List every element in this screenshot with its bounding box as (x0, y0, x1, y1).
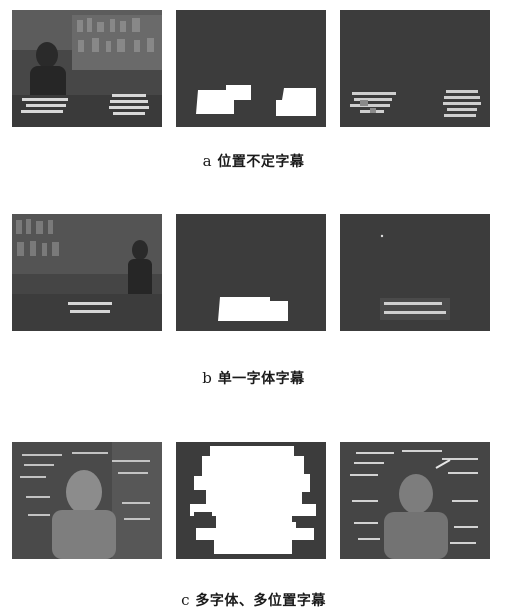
extracted-text-image (340, 10, 490, 127)
original-frame-b (12, 214, 162, 331)
caption-title: 位置不定字幕 (217, 154, 305, 170)
figure-row-c (12, 442, 498, 559)
caption-letter: c (181, 591, 191, 609)
extracted-text-image (340, 214, 490, 331)
text-region-mask-b (176, 214, 326, 331)
text-region-mask-image (176, 442, 326, 559)
extracted-text-a (340, 10, 490, 127)
caption-title: 单一字体字幕 (217, 371, 305, 387)
text-region-mask-image (176, 214, 326, 331)
text-region-mask-a (176, 10, 326, 127)
caption-a: a 位置不定字幕 (0, 151, 507, 171)
original-frame-c (12, 442, 162, 559)
caption-title: 多字体、多位置字幕 (195, 593, 326, 609)
caption-letter: b (202, 369, 213, 387)
original-frame-image (12, 10, 162, 127)
original-frame-a (12, 10, 162, 127)
caption-b: b 单一字体字幕 (0, 368, 507, 388)
text-region-mask-image (176, 10, 326, 127)
extracted-text-b (340, 214, 490, 331)
figure-row-a (12, 10, 498, 127)
original-frame-image (12, 214, 162, 331)
extracted-text-c (340, 442, 490, 559)
original-frame-image (12, 442, 162, 559)
figure-row-b (12, 214, 498, 331)
caption-letter: a (202, 152, 213, 170)
extracted-text-image (340, 442, 490, 559)
text-region-mask-c (176, 442, 326, 559)
caption-c: c 多字体、多位置字幕 (0, 590, 507, 610)
